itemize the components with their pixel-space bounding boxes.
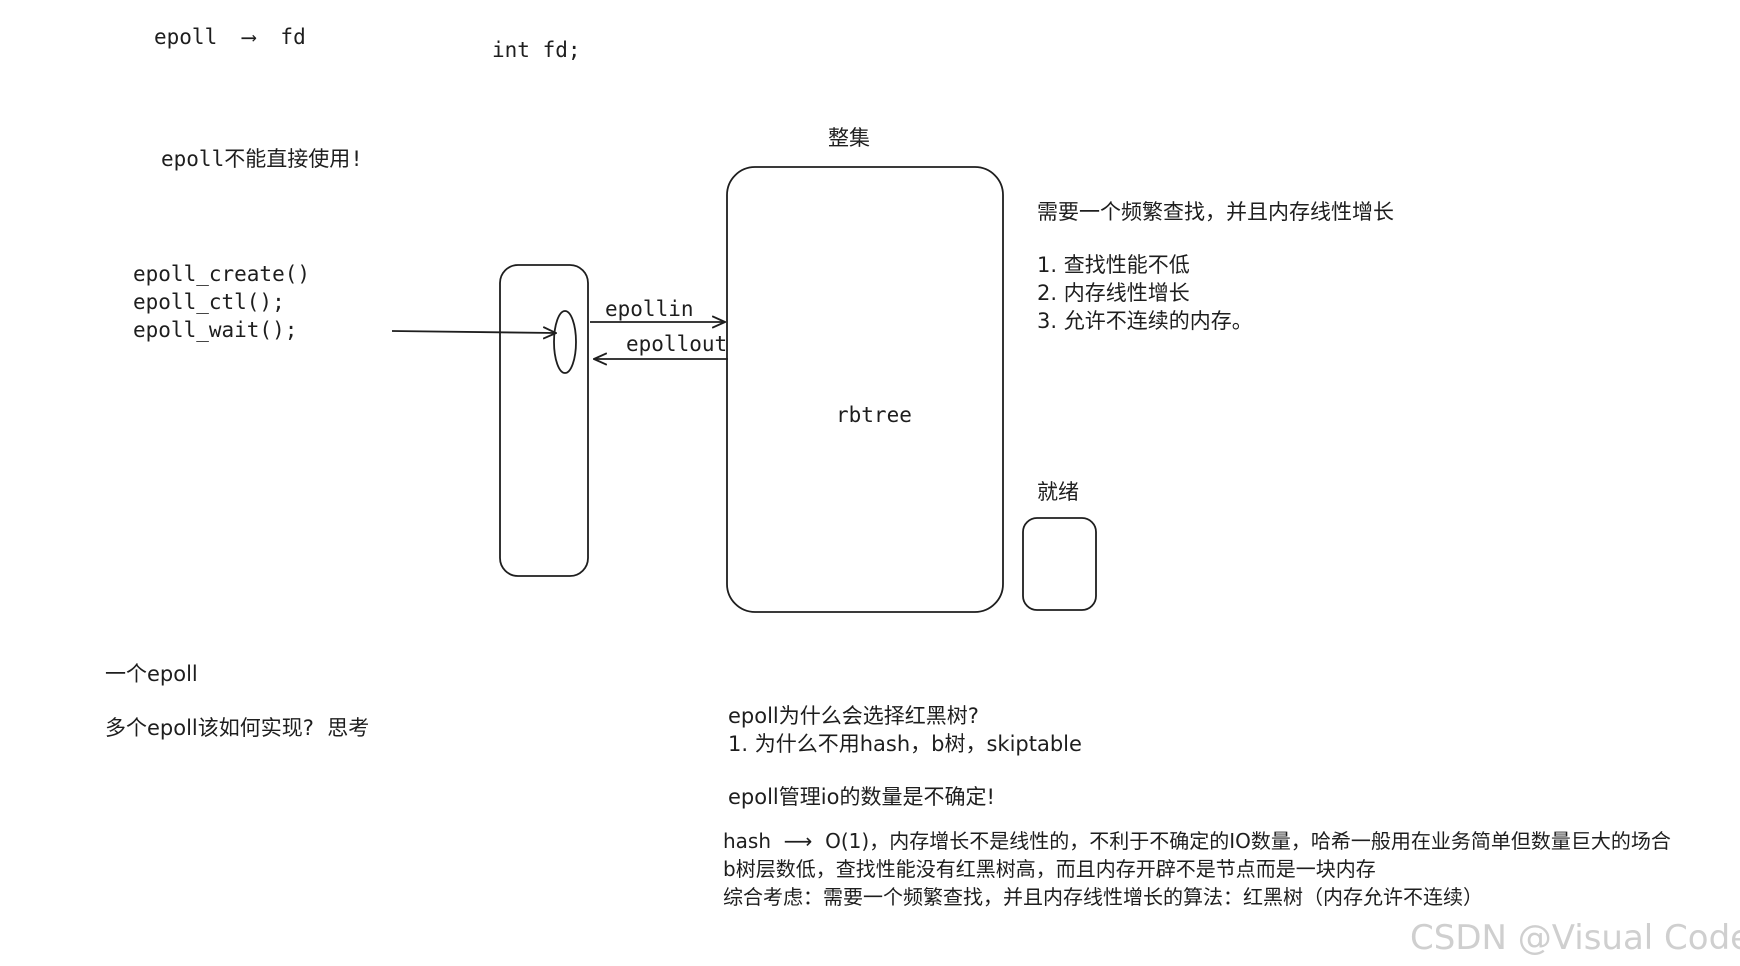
conclusion-line: 综合考虑：需要一个频繁查找，并且内存线性增长的算法：红黑树（内存允许不连续） [723,885,1483,909]
comparison-lines: hash ⟶ O(1)，内存增长不是线性的，不利于不确定的IO数量，哈希一般用在… [723,827,1671,911]
epollout-label: epollout [626,332,728,356]
not-direct-note: epoll不能直接使用! [161,147,363,171]
epollin-label: epollin [605,297,694,321]
ready-box [1022,517,1097,611]
epoll-instance-box [499,264,589,577]
api-epoll-wait: epoll_wait(); [133,318,298,342]
requirement-item: 1. 查找性能不低 [1037,253,1190,277]
requirement-item: 3. 允许不连续的内存。 [1037,309,1253,333]
api-to-fd-arrow [391,331,556,333]
uncertain-note: epoll管理io的数量是不确定! [728,785,995,809]
requirements-block: 需要一个频繁查找，并且内存线性增长 1. 查找性能不低 2. 内存线性增长 3.… [1037,198,1394,335]
one-epoll-note: 一个epoll [105,662,198,686]
why-sub: 1. 为什么不用hash，b树，skiptable [728,732,1082,756]
many-epoll-note: 多个epoll该如何实现? 思考 [105,716,370,740]
api-epoll-ctl: epoll_ctl(); [133,290,285,314]
full-set-title: 整集 [828,126,870,150]
api-call-list: epoll_create() epoll_ctl(); epoll_wait()… [133,260,310,344]
rbtree-label: rbtree [836,403,912,427]
int-fd-note: int fd; [492,38,581,62]
why-question: epoll为什么会选择红黑树? [728,704,979,728]
fd-ellipse [553,310,577,374]
ready-title: 就绪 [1037,480,1079,504]
full-set-box [726,166,1004,613]
requirement-item: 2. 内存线性增长 [1037,281,1190,305]
hash-line: hash ⟶ O(1)，内存增长不是线性的，不利于不确定的IO数量，哈希一般用在… [723,829,1671,853]
watermark: CSDN @Visual Code [1410,918,1740,958]
epoll-fd-note: epoll ⟶ fd [154,25,306,49]
btree-line: b树层数低，查找性能没有红黑树高，而且内存开辟不是节点而是一块内存 [723,857,1376,881]
requirements-heading: 需要一个频繁查找，并且内存线性增长 [1037,200,1394,224]
api-epoll-create: epoll_create() [133,262,311,286]
